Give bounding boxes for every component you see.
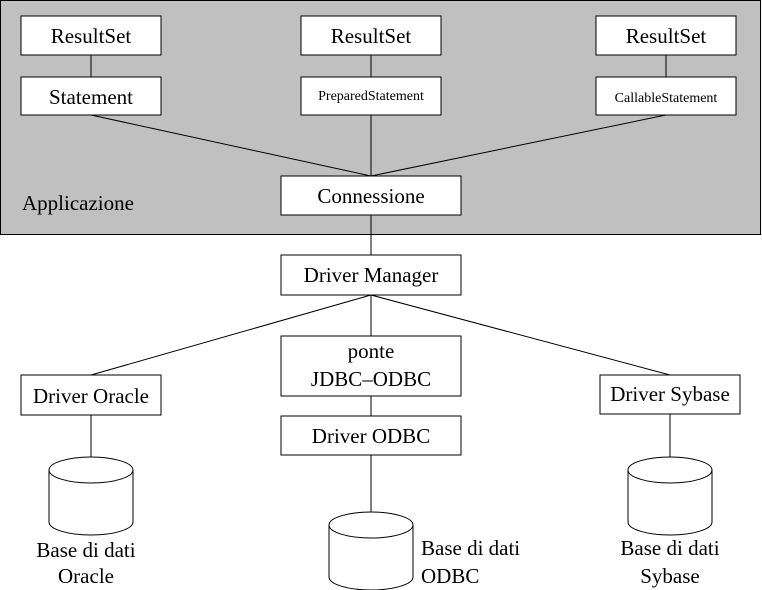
- database-oracle-label-line2: Oracle: [58, 564, 114, 588]
- resultset-label-3: ResultSet: [626, 24, 707, 48]
- callable-statement-box: [595, 76, 737, 116]
- database-oracle-label-line1: Base di dati: [36, 538, 135, 562]
- database-odbc-icon: [328, 511, 414, 590]
- statement-label: Statement: [49, 85, 133, 109]
- statement-box: [20, 76, 162, 116]
- bridge-label-line2: JDBC–ODBC: [311, 367, 431, 391]
- database-oracle-icon: [48, 456, 134, 536]
- link-callable-connection: [370, 114, 667, 177]
- callable-statement-label: CallableStatement: [615, 91, 718, 106]
- driver-manager-box: [280, 254, 462, 296]
- database-odbc-label-line2: ODBC: [421, 564, 479, 588]
- database-sybase-label-line2: Sybase: [640, 564, 700, 588]
- resultset-label-2: ResultSet: [331, 24, 412, 48]
- bridge-label-line1: ponte: [348, 339, 395, 363]
- driver-sybase-label: Driver Sybase: [610, 382, 730, 406]
- connection-box: [280, 175, 462, 216]
- prepared-statement-box: [300, 76, 442, 116]
- driver-odbc-box: [280, 415, 462, 456]
- application-label: Applicazione: [22, 191, 134, 215]
- bridge-box: [280, 335, 462, 397]
- driver-sybase-box: [599, 374, 741, 415]
- driver-oracle-box: [20, 374, 162, 416]
- resultset-label-1: ResultSet: [51, 24, 132, 48]
- link-statement-connection: [90, 114, 372, 177]
- resultset-box-1: [20, 15, 162, 56]
- driver-oracle-label: Driver Oracle: [33, 384, 149, 408]
- resultset-box-3: [595, 15, 737, 56]
- driver-odbc-label: Driver ODBC: [312, 424, 430, 448]
- link-drivermanager-oracle: [90, 294, 372, 376]
- connection-label: Connessione: [317, 184, 424, 208]
- database-sybase-label-line1: Base di dati: [620, 536, 719, 560]
- link-drivermanager-sybase: [370, 294, 671, 376]
- prepared-statement-label: PreparedStatement: [318, 89, 424, 104]
- database-odbc-label-line1: Base di dati: [421, 536, 520, 560]
- database-sybase-icon: [627, 456, 713, 536]
- driver-manager-label: Driver Manager: [304, 263, 439, 287]
- resultset-box-2: [300, 15, 442, 56]
